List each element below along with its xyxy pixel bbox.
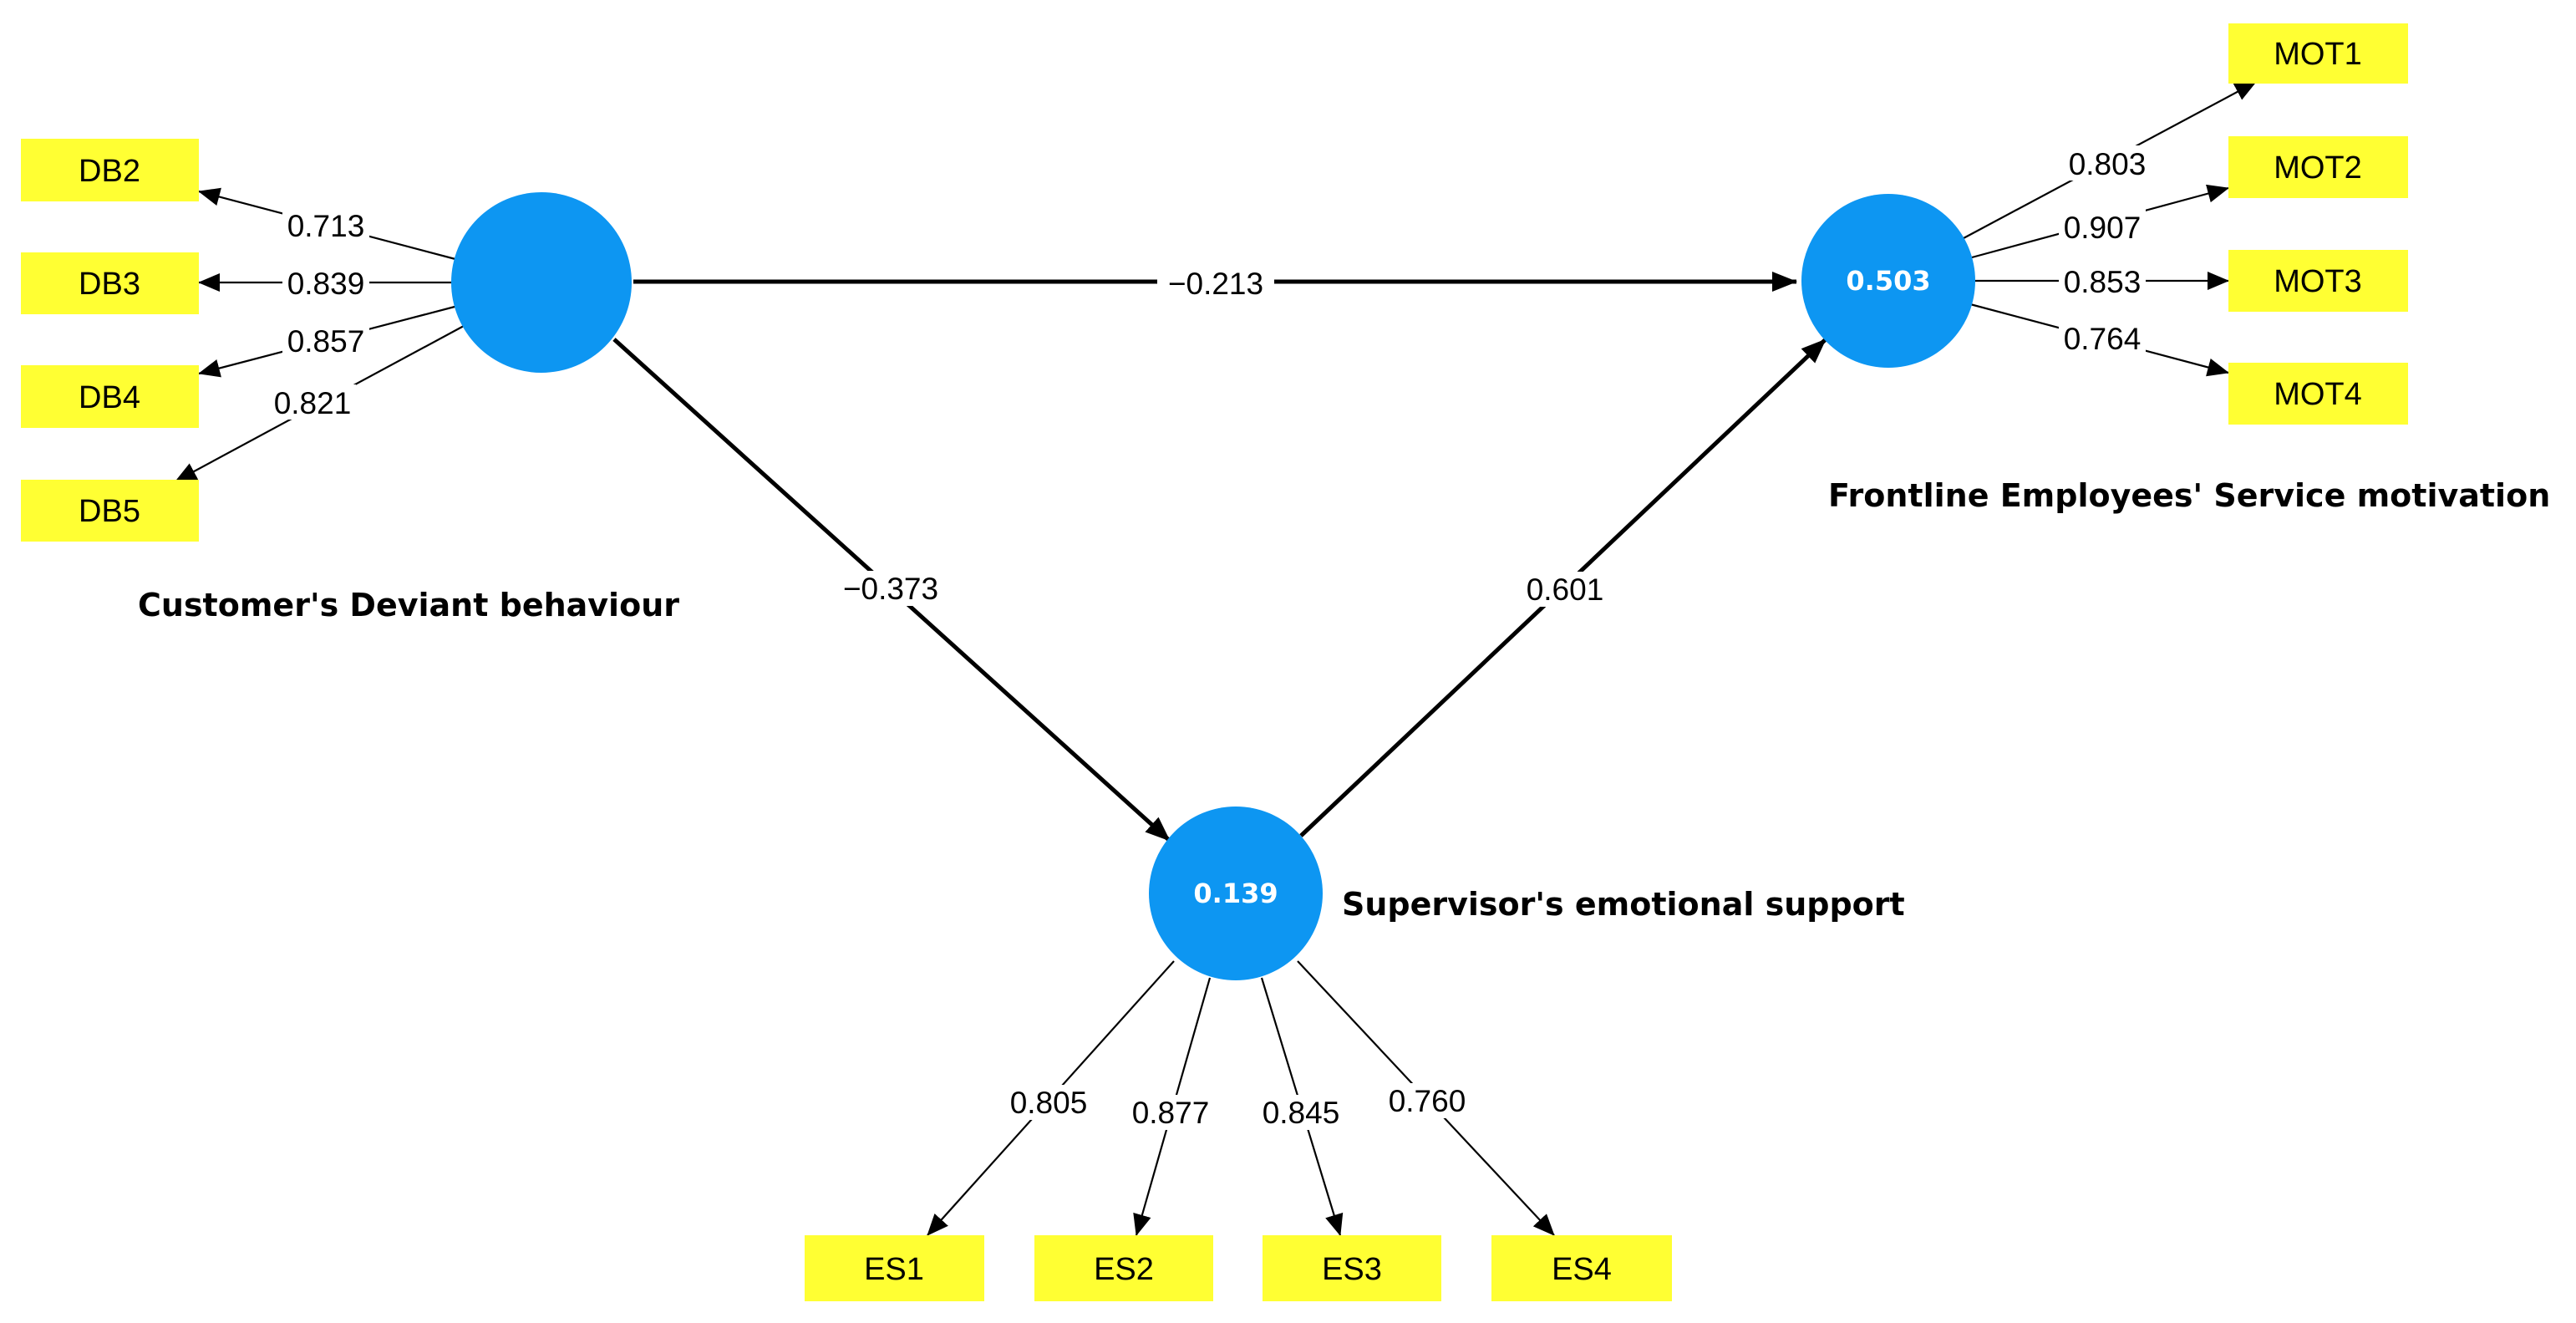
construct-label-cdb: Customer's Deviant behaviour bbox=[138, 587, 679, 623]
loading-value-es1: 0.805 bbox=[1010, 1086, 1088, 1120]
construct-circle-fes[interactable] bbox=[1801, 194, 1975, 368]
indicator-label-mot2: MOT2 bbox=[2274, 150, 2362, 186]
indicator-label-db2: DB2 bbox=[79, 154, 140, 189]
indicator-label-db5: DB5 bbox=[79, 494, 140, 529]
r2-value-ses: 0.139 bbox=[1193, 878, 1278, 909]
construct-label-fes: Frontline Employees' Service motivation bbox=[1828, 477, 2550, 514]
path-coef-ses-fes: 0.601 bbox=[1527, 572, 1604, 607]
indicator-label-es3: ES3 bbox=[1322, 1252, 1382, 1287]
loading-value-db2: 0.713 bbox=[287, 209, 365, 243]
loading-value-mot2: 0.907 bbox=[2064, 211, 2142, 245]
loading-value-mot3: 0.853 bbox=[2064, 265, 2142, 299]
loading-value-es4: 0.760 bbox=[1389, 1084, 1466, 1118]
indicator-label-mot3: MOT3 bbox=[2274, 264, 2362, 299]
indicator-label-db4: DB4 bbox=[79, 380, 140, 415]
indicator-label-mot4: MOT4 bbox=[2274, 377, 2362, 412]
loading-value-db5: 0.821 bbox=[274, 386, 352, 420]
indicator-box-es4[interactable] bbox=[1491, 1235, 1672, 1301]
indicator-box-es3[interactable] bbox=[1263, 1235, 1441, 1301]
loading-value-es2: 0.877 bbox=[1132, 1096, 1210, 1130]
indicator-label-db3: DB3 bbox=[79, 267, 140, 302]
path-coef-cdb-fes: −0.213 bbox=[1168, 267, 1263, 301]
construct-circle-ses[interactable] bbox=[1149, 807, 1323, 980]
r2-value-fes: 0.503 bbox=[1846, 265, 1930, 297]
construct-label-ses: Supervisor's emotional support bbox=[1342, 886, 1905, 923]
loading-value-db4: 0.857 bbox=[287, 324, 365, 359]
indicator-box-mot1[interactable] bbox=[2228, 23, 2408, 84]
loading-value-db3: 0.839 bbox=[287, 267, 365, 301]
indicator-label-es1: ES1 bbox=[864, 1252, 924, 1287]
indicator-box-es1[interactable] bbox=[805, 1235, 984, 1301]
loading-value-es3: 0.845 bbox=[1263, 1096, 1340, 1130]
construct-circle-cdb[interactable] bbox=[451, 192, 632, 373]
loading-value-mot4: 0.764 bbox=[2064, 322, 2142, 356]
indicator-box-db2[interactable] bbox=[21, 139, 199, 201]
indicator-label-es2: ES2 bbox=[1094, 1252, 1154, 1287]
indicator-box-db3[interactable] bbox=[21, 252, 199, 314]
indicator-box-mot3[interactable] bbox=[2228, 250, 2408, 312]
path-coef-cdb-ses: −0.373 bbox=[843, 572, 938, 606]
indicator-box-es2[interactable] bbox=[1034, 1235, 1213, 1301]
loading-value-mot1: 0.803 bbox=[2069, 147, 2147, 181]
indicator-box-mot4[interactable] bbox=[2228, 363, 2408, 425]
indicator-box-mot2[interactable] bbox=[2228, 136, 2408, 198]
indicator-box-db4[interactable] bbox=[21, 365, 199, 428]
indicator-label-es4: ES4 bbox=[1552, 1252, 1612, 1287]
indicator-label-mot1: MOT1 bbox=[2274, 37, 2362, 72]
indicator-box-db5[interactable] bbox=[21, 480, 199, 542]
